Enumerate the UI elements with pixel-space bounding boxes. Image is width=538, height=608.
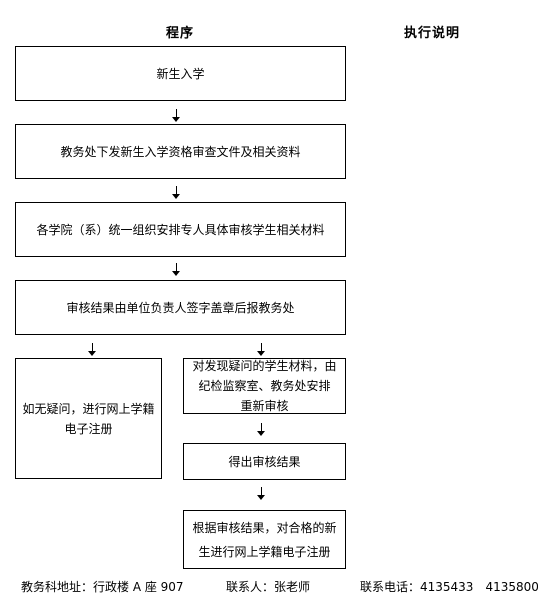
step-re-review-line-2: 纪检监察室、教务处安排 xyxy=(198,379,331,393)
step-enrollment: 新生入学 xyxy=(15,46,346,101)
arrow-down-1 xyxy=(172,109,181,122)
arrow-down-4 xyxy=(257,423,266,436)
procedure-header: 程序 xyxy=(166,26,195,41)
step-department-review-text: 各学院（系）统一组织安排专人具体审核学生相关材料 xyxy=(36,222,325,237)
step-issue-documents: 教务处下发新生入学资格审查文件及相关资料 xyxy=(15,124,346,179)
contact-phone: 联系电话：4135433 4135800 xyxy=(360,580,538,594)
office-address: 教务科地址：行政楼 A 座 907 xyxy=(21,580,184,594)
arrow-down-right-branch xyxy=(257,343,266,356)
explanation-header: 执行说明 xyxy=(404,26,461,41)
step-department-review: 各学院（系）统一组织安排专人具体审核学生相关材料 xyxy=(15,202,346,257)
contact-person: 联系人：张老师 xyxy=(226,580,311,594)
arrow-down-5 xyxy=(257,487,266,500)
step-no-doubt-register-line-2: 电子注册 xyxy=(64,421,113,436)
step-review-result: 得出审核结果 xyxy=(183,443,346,480)
step-final-registration: 根据审核结果，对合格的新 生进行网上学籍电子注册 xyxy=(183,510,346,569)
arrow-down-2 xyxy=(172,186,181,199)
step-final-registration-line-1: 根据审核结果，对合格的新 xyxy=(192,520,337,535)
step-review-result-text: 得出审核结果 xyxy=(228,454,301,469)
step-re-review-line-3: 重新审核 xyxy=(240,399,289,413)
step-issue-documents-text: 教务处下发新生入学资格审查文件及相关资料 xyxy=(60,144,301,159)
step-final-registration-line-2: 生进行网上学籍电子注册 xyxy=(198,544,331,559)
arrow-down-3 xyxy=(172,263,181,276)
step-re-review: 对发现疑问的学生材料，由 纪检监察室、教务处安排 重新审核 xyxy=(183,358,346,414)
arrow-down-left-branch xyxy=(88,343,97,356)
step-enrollment-text: 新生入学 xyxy=(156,66,205,81)
step-no-doubt-register-line-1: 如无疑问，进行网上学籍 xyxy=(22,401,155,416)
step-re-review-line-1: 对发现疑问的学生材料，由 xyxy=(192,359,337,373)
step-no-doubt-register: 如无疑问，进行网上学籍 电子注册 xyxy=(15,358,162,479)
step-sign-and-report: 审核结果由单位负责人签字盖章后报教务处 xyxy=(15,280,346,335)
step-sign-and-report-text: 审核结果由单位负责人签字盖章后报教务处 xyxy=(66,300,295,315)
